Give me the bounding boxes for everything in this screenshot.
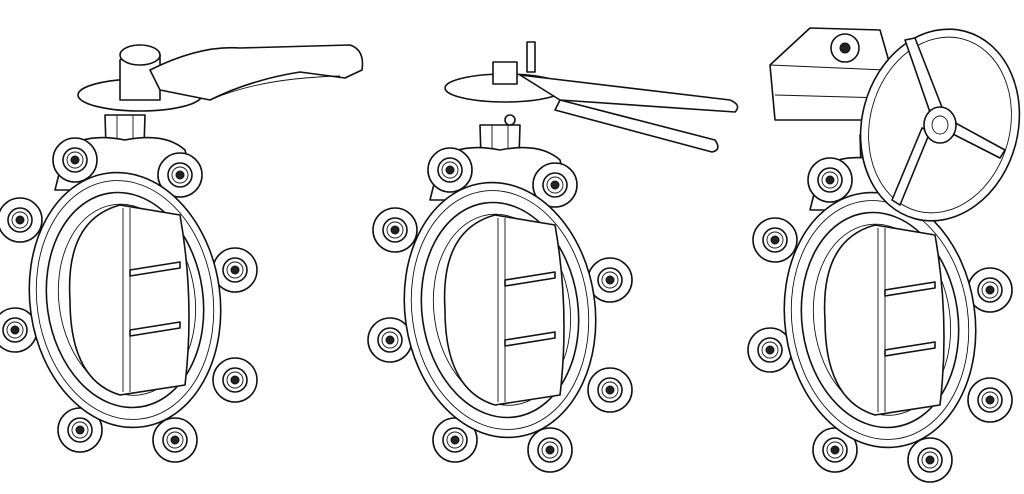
stem-top — [492, 61, 518, 85]
valve-body — [0, 115, 257, 462]
lever-arm — [519, 74, 739, 113]
lever-handle — [77, 44, 364, 112]
trigger-arm — [554, 99, 719, 153]
gear-operated-valve — [748, 27, 1021, 482]
valve-body — [368, 125, 632, 472]
lever-arm — [149, 44, 364, 101]
trigger-lever — [444, 41, 739, 153]
gearbox — [769, 27, 891, 121]
wheel-hub — [923, 106, 957, 144]
handwheel — [859, 28, 1021, 222]
trigger-lever-valve — [368, 41, 739, 472]
lever-valve — [0, 44, 364, 462]
